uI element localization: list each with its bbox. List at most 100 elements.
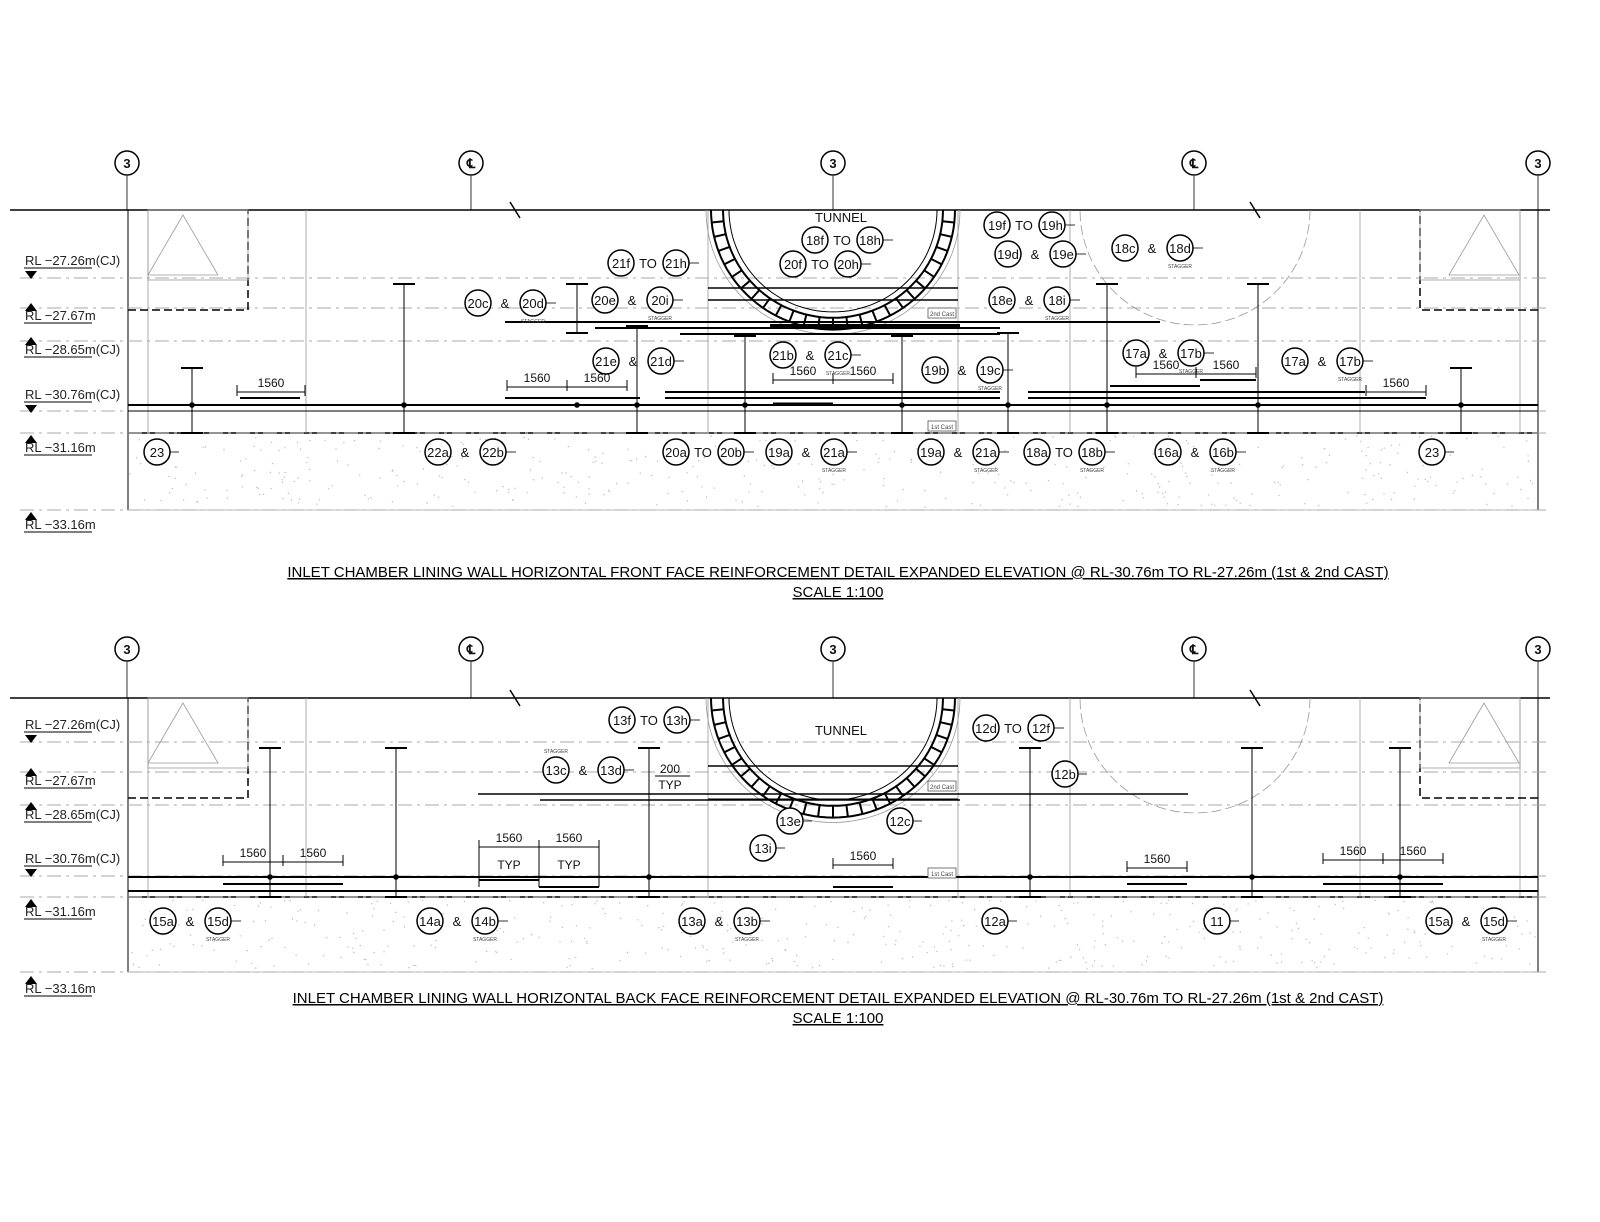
hatch-dot <box>939 964 942 967</box>
hatch-dot <box>1526 920 1528 922</box>
grid-bubble-label: 3 <box>123 156 130 171</box>
hatch-dot <box>496 952 498 954</box>
tunnel-segment <box>915 279 926 290</box>
hatch-dot <box>403 480 405 483</box>
rebar-node <box>189 402 195 408</box>
hatch-dot <box>979 504 981 506</box>
hatch-dot <box>149 911 152 913</box>
hatch-dot <box>1053 925 1056 927</box>
hatch-dot <box>1055 961 1058 963</box>
bar-mark-label: 11 <box>1210 914 1224 929</box>
drawing-scale: SCALE 1:100 <box>793 1010 884 1027</box>
bar-mark-label: 13d <box>600 763 622 778</box>
hatch-dot <box>159 948 162 950</box>
hatch-dot <box>1153 913 1155 915</box>
hatch-dot <box>257 487 259 489</box>
hatch-dot <box>1076 492 1079 494</box>
grid-bubble-label: ℄ <box>466 642 476 657</box>
hatch-dot <box>502 485 504 488</box>
hatch-dot <box>662 925 665 928</box>
vertical-dimension <box>393 283 415 434</box>
hatch-dot <box>601 462 603 465</box>
hatch-dot <box>575 496 577 498</box>
hatch-dot <box>1491 958 1493 960</box>
hatch-dot <box>365 958 367 961</box>
cast-box <box>927 420 957 432</box>
rebar-node <box>1104 402 1110 408</box>
hatch-dot <box>1168 480 1170 483</box>
hatch-dot <box>289 900 291 902</box>
dimension-label: 1560 <box>300 846 327 860</box>
hatch-dot <box>1507 483 1509 485</box>
hatch-dot <box>331 485 333 487</box>
dimension-1560: 1560 <box>832 849 894 869</box>
hatch-dot <box>720 915 722 917</box>
hatch-dot <box>129 473 131 475</box>
hatch-dot <box>240 460 242 462</box>
hatch-dot <box>702 946 704 949</box>
hatch-dot <box>523 436 525 439</box>
hatch-dot <box>254 470 256 472</box>
hatch-dot <box>241 486 243 488</box>
hatch-dot <box>1061 498 1063 501</box>
hatch-dot <box>323 955 325 957</box>
hatch-dot <box>376 900 378 902</box>
hatch-dot <box>1430 435 1432 437</box>
hatch-dot <box>298 498 301 500</box>
hatch-dot <box>146 955 148 957</box>
hatch-dot <box>604 912 606 915</box>
hatch-dot <box>1260 936 1262 938</box>
hatch-dot <box>1058 904 1060 907</box>
hatch-dot <box>681 903 684 905</box>
hatch-dot <box>1277 481 1279 484</box>
hatch-dot <box>383 929 385 931</box>
tunnel-segment <box>939 721 953 726</box>
hatch-dot <box>1145 960 1148 962</box>
hatch-dot <box>933 946 936 948</box>
hatch-dot <box>1267 912 1269 914</box>
bar-mark-label: 13e <box>779 814 801 829</box>
hatch-dot <box>1027 923 1029 925</box>
level-marker: RL −33.16m <box>24 976 96 997</box>
bar-mark-label: 21d <box>650 354 672 369</box>
hatch-dot <box>1164 936 1166 938</box>
spacing-dimension-label: 200 <box>660 762 680 776</box>
bar-mark-group: 23 <box>143 438 179 466</box>
hatch-dot <box>804 494 806 496</box>
hatch-dot <box>833 483 835 485</box>
hatch-dot <box>1291 929 1293 931</box>
typ-label: TYP <box>658 778 681 792</box>
hatch-dot <box>201 945 203 947</box>
tunnel-segment <box>713 721 727 726</box>
hatch-dot <box>1413 930 1415 932</box>
hatch-dot <box>951 963 954 965</box>
hatch-dot <box>565 472 567 474</box>
tunnel-segment <box>774 304 783 317</box>
hatch-dot <box>1420 944 1422 947</box>
hatch-dot <box>1026 906 1028 908</box>
hatch-dot <box>325 937 328 939</box>
hatch-dot <box>1323 447 1326 450</box>
hatch-dot <box>299 909 302 911</box>
rebar-node <box>1027 874 1033 880</box>
grid-bubble <box>1181 150 1207 176</box>
hatch-dot <box>1116 937 1119 939</box>
hatch-dot <box>1446 953 1448 955</box>
hatch-dot <box>1218 466 1220 469</box>
hatch-dot <box>1313 918 1315 920</box>
hatch-dot <box>499 927 501 930</box>
level-up-triangle-icon <box>25 435 37 443</box>
bar-mark-label: 20i <box>651 293 668 308</box>
dimension-1560: 1560 <box>1322 844 1384 864</box>
bar-mark-label: 19b <box>924 363 946 378</box>
hatch-dot <box>811 967 814 969</box>
grid-bubble-label: 3 <box>1534 642 1541 657</box>
hatch-dot <box>721 910 723 912</box>
hatch-dot <box>1094 940 1096 942</box>
bar-mark-label: 12a <box>984 914 1006 929</box>
hatch-dot <box>686 472 688 474</box>
hatch-dot <box>241 474 244 476</box>
hatch-dot <box>1518 948 1520 950</box>
hatch-dot <box>805 923 808 925</box>
